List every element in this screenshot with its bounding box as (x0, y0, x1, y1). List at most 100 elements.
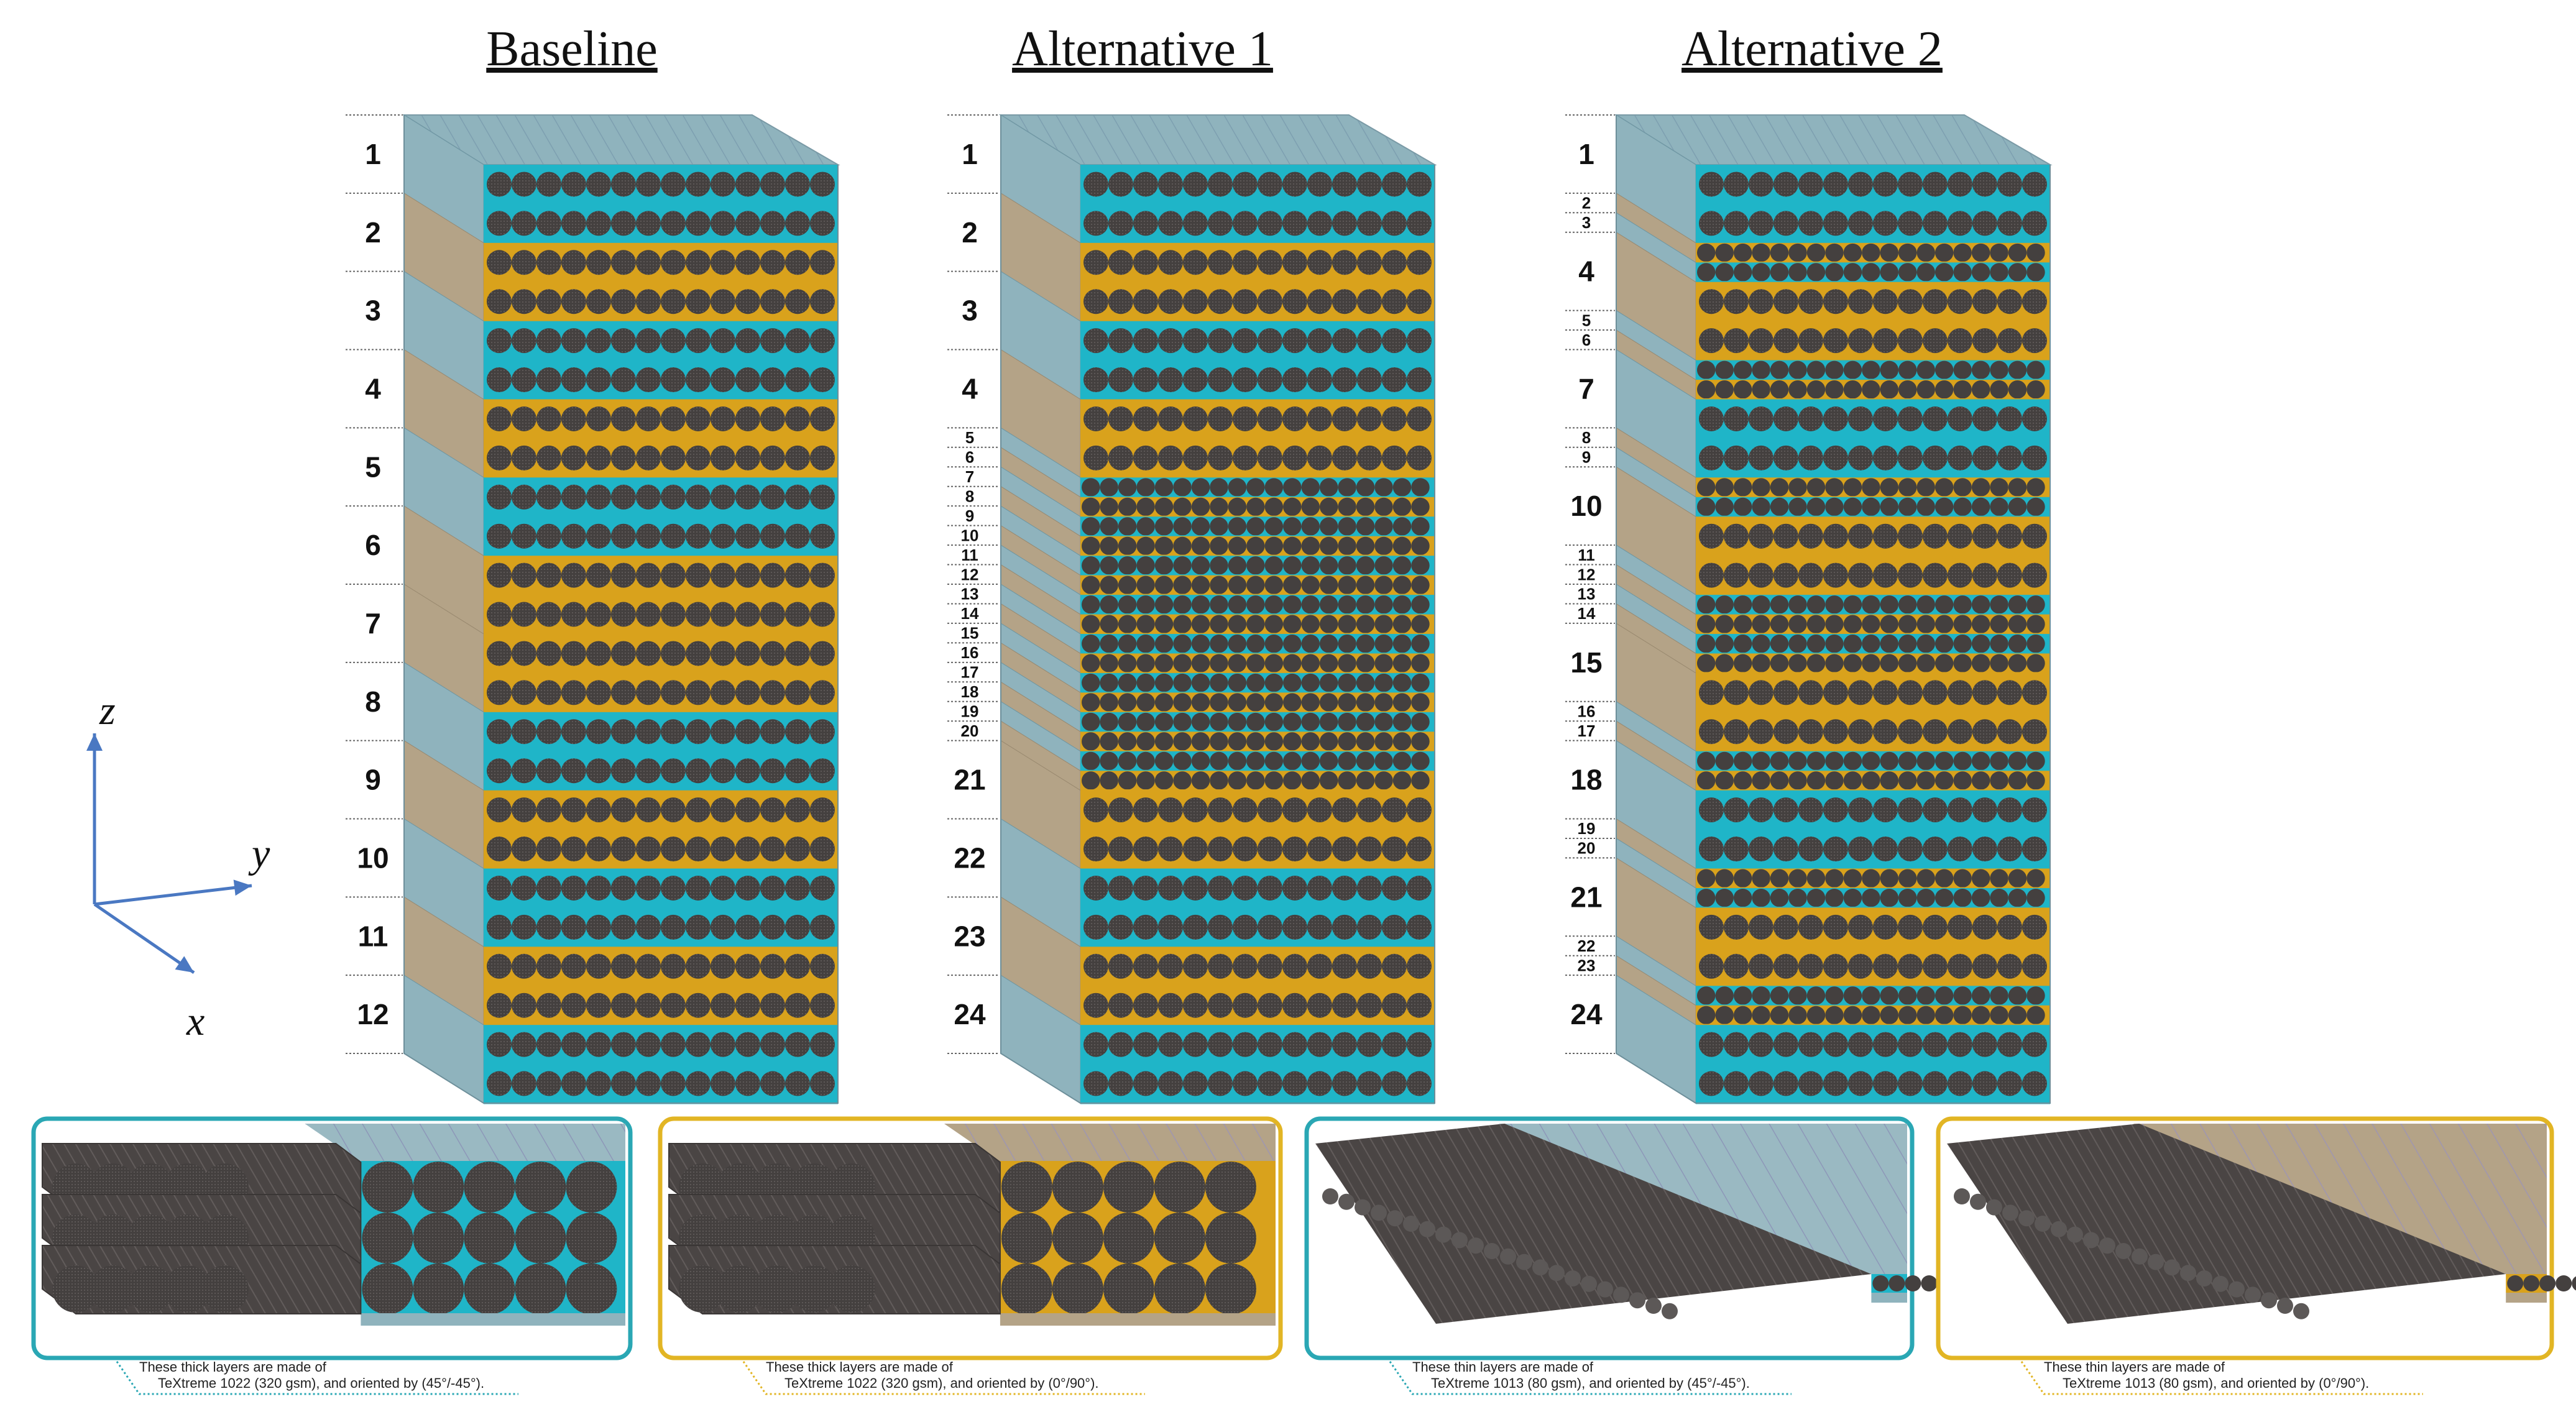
fiber-tow (536, 993, 561, 1018)
fiber-tow (512, 758, 536, 784)
fiber-tow (1357, 172, 1382, 197)
fiber-tow (561, 602, 586, 627)
fiber-tow (1715, 478, 1734, 497)
fiber-tow (1848, 211, 1873, 236)
fiber-tow (1752, 751, 1770, 771)
fiber-tow (2026, 497, 2045, 516)
fiber-tow (810, 758, 835, 784)
fiber-tow (1191, 497, 1210, 516)
fiber-tow (1392, 536, 1412, 556)
fiber-tow (1997, 797, 2022, 823)
fiber-tow (1971, 869, 1990, 887)
fiber-tow (1392, 693, 1412, 712)
fiber-tow (1264, 517, 1284, 536)
fiber-tow (512, 641, 536, 666)
fiber-tow (536, 445, 561, 470)
fiber-tow (1301, 576, 1320, 595)
fiber-tow (1773, 953, 1798, 979)
fiber-tow (1971, 634, 1990, 653)
caption-line-1: These thick layers are made of (766, 1359, 954, 1375)
fiber-tow (810, 680, 835, 705)
fiber-tow (636, 367, 661, 393)
fiber-tow (1411, 654, 1430, 672)
fiber-tow (1934, 751, 1954, 771)
fiber-tow (1788, 654, 1807, 672)
fiber-tow (1100, 732, 1118, 751)
fiber-tow (1154, 615, 1174, 633)
fiber-tow (1108, 172, 1133, 197)
fiber-tow (561, 289, 586, 314)
fiber-tow (1699, 914, 1724, 940)
fiber-tow (1823, 1032, 1848, 1057)
fiber-tow (1825, 654, 1844, 672)
fiber-tow (1382, 797, 1407, 823)
fiber-tow (1154, 654, 1174, 672)
fiber-tow (1210, 478, 1228, 497)
fiber-tow (1752, 654, 1770, 672)
fiber-tow (1083, 914, 1108, 940)
fiber-tow (1083, 1032, 1108, 1057)
fiber-tow (1916, 771, 1935, 790)
fiber-tow (1228, 478, 1247, 497)
fiber-tow (1228, 771, 1247, 790)
fiber-tow (536, 406, 561, 431)
fiber-tow (1724, 406, 1749, 431)
fiber-tow (1733, 478, 1752, 497)
fiber-tow (1923, 328, 1948, 354)
fiber-tow (1264, 497, 1284, 516)
fiber-tow (1825, 478, 1844, 497)
fiber-tow (1133, 837, 1158, 862)
fiber-tow (1173, 693, 1192, 712)
layer-front-face (1696, 1025, 2050, 1103)
fiber-tow (1873, 172, 1898, 197)
fiber-tow (760, 797, 785, 823)
fiber-tow (661, 406, 686, 431)
layer-front-face (1080, 790, 1435, 869)
fiber-tow (2008, 380, 2027, 399)
fiber-tow (1258, 993, 1282, 1018)
fiber-tow (1136, 771, 1155, 790)
fiber-tow (1228, 634, 1247, 653)
fiber-tow (561, 641, 586, 666)
fiber-tow (1724, 523, 1749, 549)
fiber-tow (1246, 654, 1265, 672)
fiber-tow (1083, 289, 1108, 314)
fiber-tow (536, 680, 561, 705)
fiber-tow (1948, 328, 1972, 354)
fiber-tow (1888, 1275, 1905, 1291)
fiber-tow (1307, 1032, 1332, 1057)
fiber-tow (1332, 797, 1357, 823)
fiber-tow (561, 445, 586, 470)
fiber-tow (1191, 615, 1210, 633)
fiber-tow (1843, 771, 1862, 790)
fiber-tow (487, 250, 512, 275)
fiber-tow (1382, 250, 1407, 275)
fiber-tow (1997, 562, 2022, 588)
tow-end (1387, 1210, 1403, 1227)
layer-front-face (484, 947, 838, 1025)
fiber-tow (1697, 497, 1716, 516)
fiber-tow (536, 719, 561, 745)
layer-front-face (484, 790, 838, 869)
layer-number: 5 (965, 428, 974, 447)
fiber-tow (1133, 445, 1158, 470)
fiber-tow (1332, 406, 1357, 431)
layer-number: 7 (1578, 372, 1594, 405)
fiber-tow (1823, 953, 1848, 979)
fiber-tow (1788, 263, 1807, 282)
fiber-tow (686, 719, 711, 745)
fiber-tow (785, 406, 810, 431)
fiber-tow (785, 1032, 810, 1057)
fiber-tow (1749, 289, 1773, 314)
tow-end (127, 1265, 174, 1313)
fiber-tow (1411, 497, 1430, 516)
fiber-tow (487, 523, 512, 549)
fiber-tow (1997, 289, 2022, 314)
stack-outline (1000, 115, 1435, 1104)
fiber-tow (1823, 211, 1848, 236)
fiber-tow (1948, 1071, 1972, 1096)
fiber-tow (1916, 615, 1935, 633)
fiber-tow (1382, 172, 1407, 197)
fiber-tow (1715, 634, 1734, 653)
